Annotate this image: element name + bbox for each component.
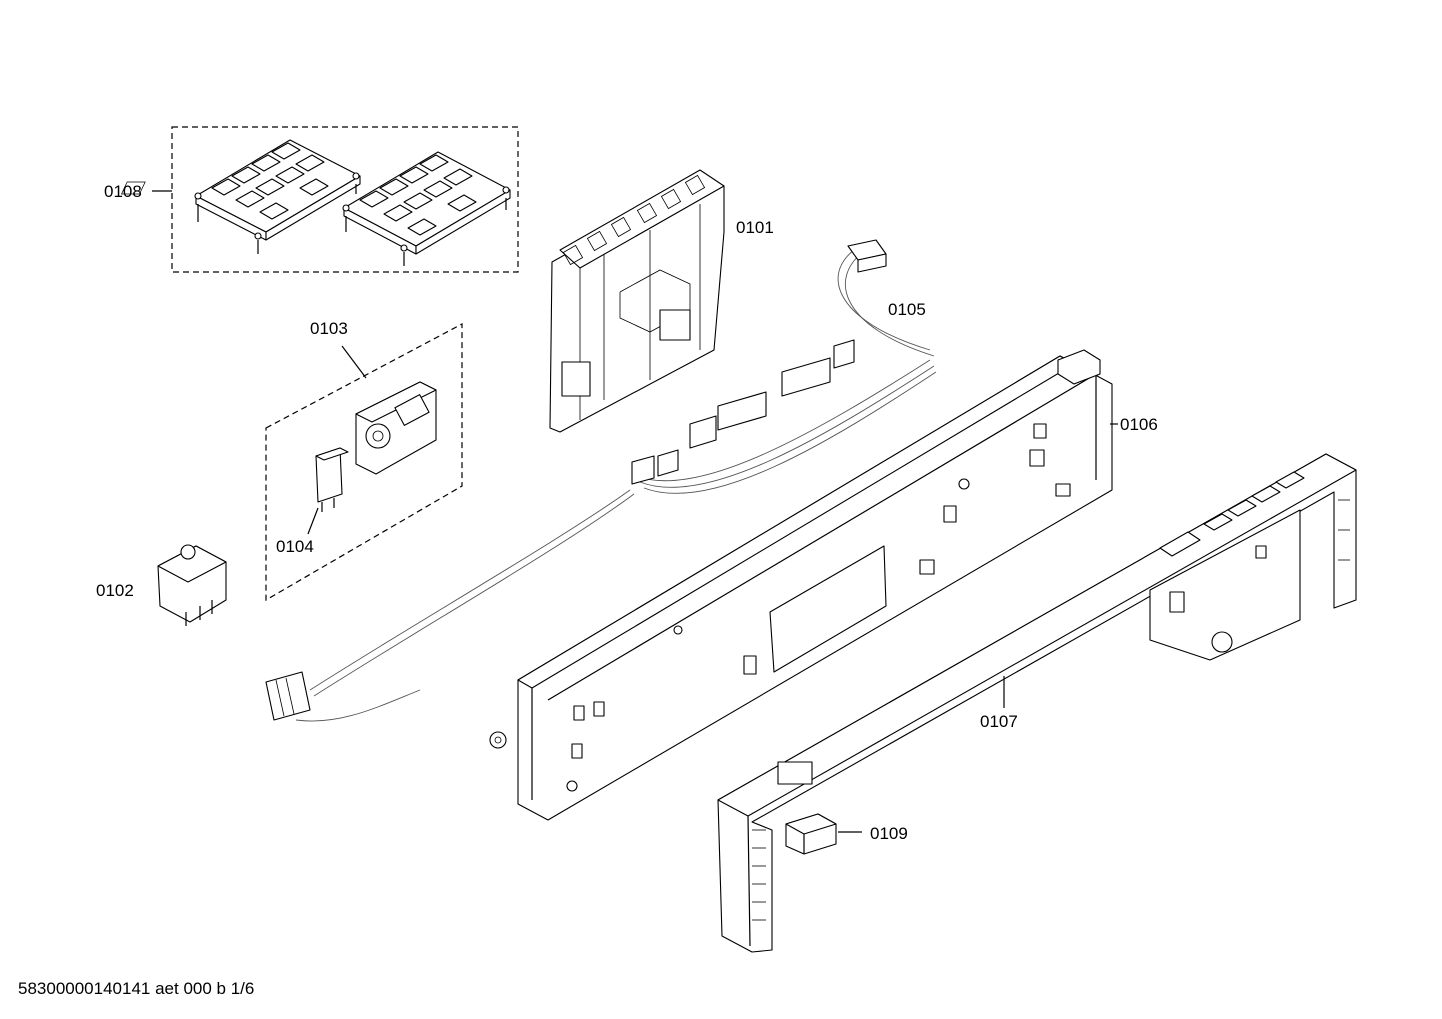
part-label-0106: 0106 <box>1120 415 1158 434</box>
clip-icon[interactable]: 0109 <box>785 813 908 855</box>
control-module-icon[interactable]: 0101 <box>549 169 774 433</box>
microswitch-icon[interactable]: 0104 <box>276 447 349 556</box>
part-label-0109: 0109 <box>870 824 908 843</box>
part-label-0108: 0108 <box>104 182 142 201</box>
part-label-0102: 0102 <box>96 581 134 600</box>
switch-icon[interactable]: 0102 <box>96 544 227 626</box>
keypad-mat-icon[interactable]: 0108 <box>104 126 519 273</box>
fascia-panel-icon[interactable]: 0107 <box>717 453 1357 953</box>
document-reference: 58300000140141 aet 000 b 1/6 <box>18 979 255 998</box>
part-label-0101: 0101 <box>736 218 774 237</box>
part-label-0105: 0105 <box>888 300 926 319</box>
cable-harness-icon[interactable]: 0105 <box>265 239 937 722</box>
part-label-0104: 0104 <box>276 537 314 556</box>
part-label-0107: 0107 <box>980 712 1018 731</box>
part-label-0103: 0103 <box>310 319 348 338</box>
door-lock-assembly-icon[interactable]: 0103 <box>265 319 463 602</box>
control-panel-frame-icon[interactable]: 0106 <box>489 349 1158 821</box>
